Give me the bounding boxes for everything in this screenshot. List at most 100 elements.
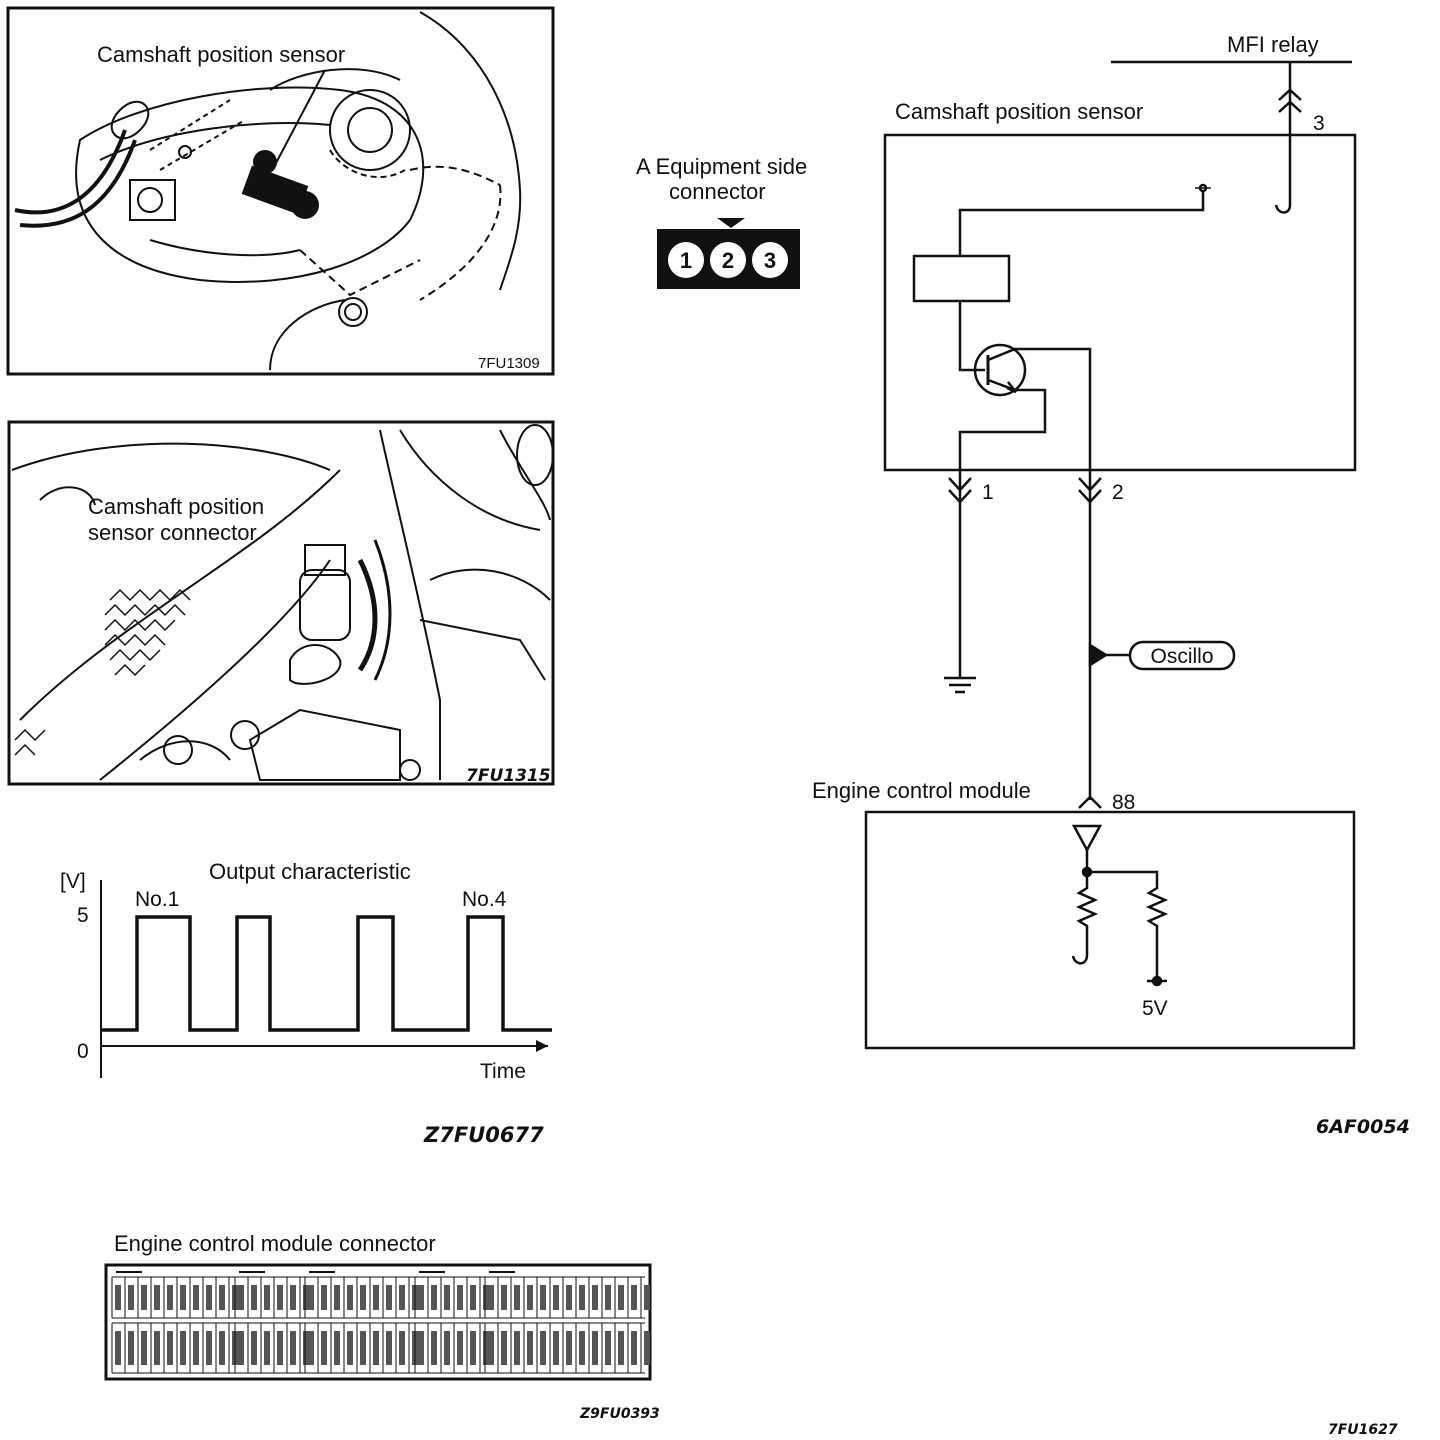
pin3-open-end <box>1274 204 1292 214</box>
ecm-input-buffer <box>1071 824 1103 853</box>
ecm-pin-cell <box>483 1285 489 1310</box>
ecm-connector-code: Z9FU0393 <box>579 1406 660 1422</box>
ecm-pin-cell <box>527 1331 533 1365</box>
ecm-pin-cell <box>418 1285 424 1310</box>
ecm-box <box>864 810 1356 1050</box>
ecm-pin-cell <box>251 1285 257 1310</box>
waveform-x-axis-arrow <box>536 1040 548 1052</box>
ecm-pin-cell <box>527 1285 533 1310</box>
page-code: 7FU1627 <box>1328 1422 1398 1438</box>
ecm-pin-cell <box>264 1285 270 1310</box>
ecm-pin-cell <box>605 1285 611 1310</box>
ecm-pin-cell <box>347 1331 353 1365</box>
ecm-pin-cell <box>206 1285 212 1310</box>
ecm-pin-cell <box>444 1285 450 1310</box>
connector-a-label-line1: A Equipment side <box>636 154 807 179</box>
connector-pin-2: 2 <box>722 248 734 273</box>
oscillo-probe-point <box>1088 642 1109 668</box>
ecm-pin-cell <box>290 1285 296 1310</box>
ecm-pin-cell <box>115 1285 121 1310</box>
transistor-collector-wire <box>987 347 1092 470</box>
equipment-side-connector: A Equipment side connector 1 2 3 <box>636 154 807 289</box>
ground-symbol <box>944 676 976 694</box>
transistor-emitter-arrow <box>1006 381 1017 394</box>
waveform-y-unit: [V] <box>60 870 86 893</box>
waveform-pulse-last: No.4 <box>462 888 507 911</box>
ecm-pin-cell <box>431 1285 437 1310</box>
output-characteristic-chart: Output characteristic [V] 5 0 Time No.1 … <box>60 859 552 1147</box>
waveform-x-label: Time <box>480 1060 526 1083</box>
ecm-pin-cell <box>303 1285 309 1310</box>
ecm-pin-cell <box>360 1285 366 1310</box>
ecm-pin-cell <box>514 1285 520 1310</box>
ecm-supply-label: 5V <box>1142 997 1168 1020</box>
connector-pin-3: 3 <box>764 248 776 273</box>
ecm-label: Engine control module <box>812 778 1031 803</box>
ecm-pin-cell <box>631 1285 637 1310</box>
sensor-coil <box>912 254 1011 303</box>
sensor-box <box>883 133 1357 472</box>
photo1-code: 7FU1309 <box>478 355 540 372</box>
ecm-pin-cell <box>360 1331 366 1365</box>
ecm-pin-cell <box>308 1331 314 1365</box>
sensor-upper-wire <box>958 190 1205 256</box>
ecm-pin-cell <box>154 1331 160 1365</box>
pin2-connector-symbol <box>1078 477 1102 504</box>
camshaft-sensor-photo: Camshaft position sensor 7FU1309 <box>6 6 555 376</box>
ecm-pin-cell <box>418 1331 424 1365</box>
ecm-connector-label: Engine control module connector <box>114 1231 436 1256</box>
ecm-pin-cell <box>605 1331 611 1365</box>
ecm-pin-cell <box>431 1331 437 1365</box>
ecm-pin-cell <box>193 1331 199 1365</box>
ecm-pin-cell <box>206 1331 212 1365</box>
ecm-pin-cell <box>540 1285 546 1310</box>
photo2-label-line2: sensor connector <box>88 520 257 545</box>
transistor-emitter-wire <box>958 378 1047 470</box>
ecm-pin-cell <box>488 1331 494 1365</box>
ecm-pin-cell <box>373 1285 379 1310</box>
ecm-pin-cell <box>334 1285 340 1310</box>
connector-pin: 1 <box>668 242 704 278</box>
photo1-label: Camshaft position sensor <box>97 42 345 67</box>
ecm-pulldown-resistor <box>1075 872 1099 955</box>
ecm-pin-cell <box>290 1331 296 1365</box>
waveform-y-top: 5 <box>77 904 89 927</box>
ecm-pin-cell <box>444 1331 450 1365</box>
ecm-pin-cell <box>193 1285 199 1310</box>
ecm-pin-cell <box>238 1285 244 1310</box>
connector-a-label-line2: connector <box>669 179 766 204</box>
ecm-pin-cell <box>277 1285 283 1310</box>
ecm-pin-cell <box>180 1285 186 1310</box>
ecm-pin-cell <box>618 1285 624 1310</box>
ecm-pin-cell <box>219 1331 225 1365</box>
ecm-pin-cell <box>128 1285 134 1310</box>
ecm-pulldown-end <box>1071 954 1089 965</box>
ecm-pin-cell <box>514 1331 520 1365</box>
ecm-pin-cell <box>347 1285 353 1310</box>
ecm-pin-cell <box>167 1331 173 1365</box>
photo2-code: 7FU1315 <box>466 766 551 786</box>
ecm-pin-cell <box>141 1285 147 1310</box>
ecm-pin-cell <box>321 1331 327 1365</box>
ecm-pin-cell <box>386 1331 392 1365</box>
ecm-pin-cell <box>470 1331 476 1365</box>
ecm-pin-cell <box>277 1331 283 1365</box>
ecm-pin-cell <box>501 1285 507 1310</box>
ecm-pin-cell <box>308 1285 314 1310</box>
ecm-pin-cell <box>115 1331 121 1365</box>
ecm-pin-cell <box>592 1331 598 1365</box>
ecm-pin-cell <box>483 1331 489 1365</box>
waveform-pulse-first: No.1 <box>135 888 179 911</box>
ecm-connector: Engine control module connector Z9FU0393 <box>104 1231 660 1422</box>
ecm-pin-cell <box>470 1285 476 1310</box>
ecm-pin-cell <box>399 1331 405 1365</box>
ecm-pin-cell <box>579 1331 585 1365</box>
ecm-pin-cell <box>566 1285 572 1310</box>
ecm-pin-cell <box>618 1331 624 1365</box>
ecm-pin-cell <box>386 1285 392 1310</box>
ecm-pin-cell <box>631 1331 637 1365</box>
connector-pin: 2 <box>710 242 746 278</box>
pin3-connector-symbol <box>1278 88 1302 113</box>
ecm-pin-cell <box>238 1331 244 1365</box>
ecm-pin-cell <box>251 1331 257 1365</box>
